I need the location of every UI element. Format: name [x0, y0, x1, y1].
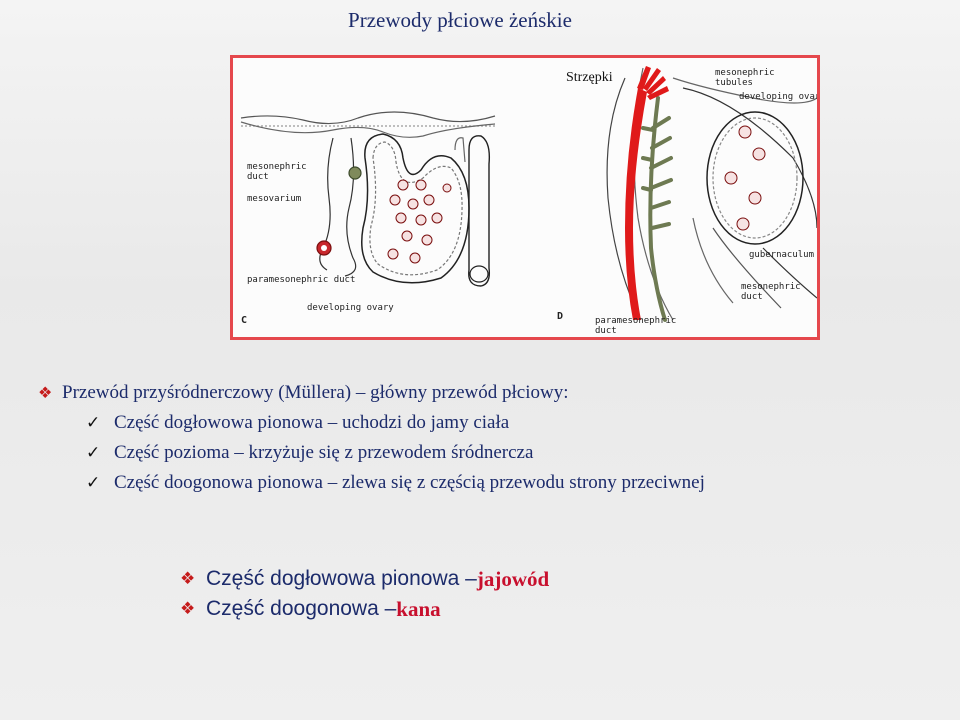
label-d-paramesonephric-duct: paramesonephric duct	[595, 316, 677, 336]
diamond-bullet-icon: ❖	[180, 599, 196, 618]
summary-text: Część doogonowa –	[206, 597, 397, 620]
check-mark-icon: ✓	[86, 413, 101, 433]
label-c-mesovarium: mesovarium	[247, 194, 302, 204]
bullet-main: ❖ Przewód przyśródnerczowy (Müllera) – g…	[38, 378, 948, 408]
bullet-sub: ✓ Część dogłowowa pionowa – uchodzi do j…	[38, 408, 948, 438]
oocytes-panel-d	[724, 125, 766, 231]
bullet-list: ❖ Przewód przyśródnerczowy (Müllera) – g…	[38, 378, 948, 498]
diamond-bullet-icon: ❖	[38, 385, 53, 402]
summary-item: ❖ Część doogonowa – kana	[180, 594, 880, 624]
diamond-bullet-icon: ❖	[180, 569, 196, 588]
embryology-figure: Strzępki mesonephric duct mesovarium par…	[230, 55, 820, 340]
label-d-developing-ovary: developing ovary	[739, 92, 820, 102]
fimbriae-callout: Strzępki	[566, 70, 613, 85]
summary-text: Część dogłowowa pionowa –	[206, 567, 477, 590]
check-mark-icon: ✓	[86, 443, 101, 463]
bullet-sub-text: Część pozioma – krzyżuje się z przewodem…	[114, 442, 534, 463]
label-panel-c: C	[241, 315, 248, 326]
bullet-sub: ✓ Część doogonowa pionowa – zlewa się z …	[38, 468, 948, 498]
summary-highlight: jajowód	[476, 566, 550, 591]
summary-highlight: kana	[396, 596, 441, 621]
bullet-sub-text: Część doogonowa pionowa – zlewa się z cz…	[114, 472, 705, 493]
figure-drawing	[240, 66, 817, 322]
panel-d-drawing	[606, 67, 817, 321]
summary-item: ❖ Część dogłowowa pionowa – jajowód	[180, 564, 880, 594]
paramesonephric-duct-red	[625, 66, 669, 320]
summary-list: ❖ Część dogłowowa pionowa – jajowód ❖ Cz…	[180, 564, 880, 624]
label-c-mesonephric-duct: mesonephric duct	[247, 162, 307, 182]
label-panel-d: D	[557, 311, 564, 322]
bullet-sub-text: Część dogłowowa pionowa – uchodzi do jam…	[114, 412, 510, 433]
label-d-mesonephric-duct: mesonephric duct	[741, 282, 801, 302]
slide-title: Przewody płciowe żeńskie	[348, 8, 572, 32]
oocytes-panel-c	[387, 179, 452, 264]
label-d-gubernaculum: gubernaculum	[749, 250, 815, 260]
label-c-developing-ovary: developing ovary	[307, 303, 394, 313]
mesonephric-duct-green	[641, 96, 673, 322]
label-c-paramesonephric-duct: paramesonephric duct	[247, 275, 356, 285]
bullet-sub: ✓ Część pozioma – krzyżuje się z przewod…	[38, 438, 948, 468]
label-d-mesonephric-tubules: mesonephric tubules	[715, 68, 775, 88]
check-mark-icon: ✓	[86, 473, 101, 493]
panel-c-drawing	[240, 111, 496, 287]
bullet-main-text: Przewód przyśródnerczowy (Müllera) – głó…	[62, 382, 569, 403]
